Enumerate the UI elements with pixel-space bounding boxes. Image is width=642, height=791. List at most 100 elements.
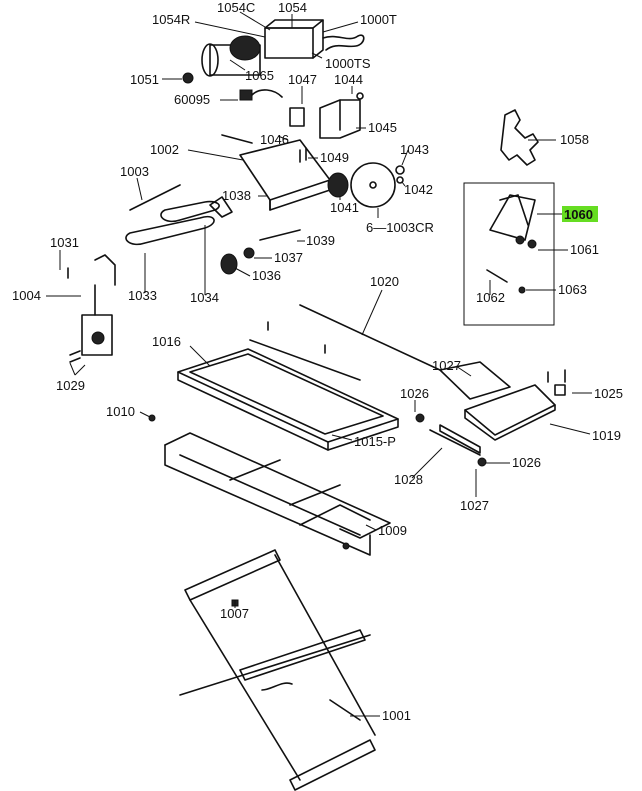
flange-1041 [327,172,349,198]
rail-1028-body [439,424,481,454]
label-1007: 1007 [220,606,249,621]
label-1000t: 1000T [360,12,397,27]
bolts-1025 [547,369,566,383]
stand-brace [179,634,371,696]
label-1004: 1004 [12,288,41,303]
label-1060: 1060 [564,207,593,222]
leader-1046 [277,135,289,141]
motor-assembly [182,19,365,139]
rail-1020 [299,304,441,371]
stand-latch [261,682,293,691]
knob-1044 [356,92,364,100]
bearing-1037 [243,247,255,259]
rail-1016 [249,339,361,381]
leader-1027a [455,365,472,377]
label-1019: 1019 [592,428,621,443]
leader-1028 [411,447,443,479]
label-1051: 1051 [130,72,159,87]
label-1003cr: 6—1003CR [366,220,434,235]
stand-leg-a [189,599,301,781]
label-1016: 1016 [152,334,181,349]
leader-1054r [194,21,266,38]
label-1000ts: 1000TS [325,56,371,71]
head-1002 [239,139,331,201]
pin-1062 [486,269,508,283]
cap-60095 [239,89,253,101]
pin-1049 [299,147,307,163]
label-1063: 1063 [558,282,587,297]
frame-crossbars [229,459,341,506]
shaft-1039 [259,229,301,241]
pulley-1036 [220,253,238,275]
bolts-1029 [69,350,81,363]
bracket-arm [94,254,116,286]
table-1019-edge [464,404,556,441]
extension-assembly [415,361,566,467]
leader-1054c [239,11,271,31]
stand-leg-b [274,554,376,736]
label-1026a: 1026 [400,386,429,401]
motor-end [201,43,219,77]
knob-1026a [415,413,425,423]
label-1010: 1010 [106,404,135,419]
leader-1015p [331,434,353,441]
blade-arbor [369,181,377,189]
switch-box-side [312,19,324,59]
bracket-plate [81,314,113,356]
head-1002-base [269,179,331,211]
label-1039: 1039 [306,233,335,248]
pan-inner [189,353,384,435]
frame-outline [164,432,391,539]
label-1062: 1062 [476,290,505,305]
label-1044: 1044 [334,72,363,87]
label-1031: 1031 [50,235,79,250]
label-1054r: 1054R [152,12,190,27]
kit-frame [463,182,555,326]
pan-lip-side [327,418,399,451]
bracket-hub [91,331,105,345]
nut-1061b [527,239,537,249]
leader-1029 [69,362,86,376]
label-1002: 1002 [150,142,179,157]
leader-1036 [234,267,251,277]
frame-front [164,444,371,556]
frame-box [299,504,371,526]
washer-1042 [396,176,404,184]
stand-top-bar [184,549,281,601]
label-1027a: 1027 [432,358,461,373]
leader-1020 [361,289,383,336]
label-1003: 1003 [120,164,149,179]
power-cord [322,34,365,51]
label-1036: 1036 [252,268,281,283]
leader-1042 [401,181,406,187]
label-1038: 1038 [222,188,251,203]
label-1025: 1025 [594,386,623,401]
label-1020: 1020 [370,274,399,289]
shaft-1003 [129,184,181,211]
leader-1043 [401,149,409,166]
frame-rail [179,454,361,536]
pan-screws [267,321,326,354]
label-1043: 1043 [400,142,429,157]
highlight-1060 [562,206,598,222]
label-1054c: 1054C [217,0,255,15]
washer-1063 [518,286,526,294]
stand-1001 [179,549,376,791]
label-1061: 1061 [570,242,599,257]
switch-box [264,27,314,59]
blade-1003cr [350,162,396,208]
label-1049: 1049 [320,150,349,165]
leader-1000t [322,21,359,33]
leader-1000ts [311,52,323,59]
part-labels: 1054C 1054 1054R 1000T 1051 1065 1000TS … [12,0,623,723]
wire-60095 [251,89,283,98]
bolt-1010 [148,414,156,422]
plate-1038 [209,196,233,218]
label-1027b: 1027 [460,498,489,513]
leader-1002 [187,149,244,161]
clip-1025 [554,384,566,396]
pan-lip [177,371,329,451]
label-1015p: 1015-P [354,434,396,449]
label-1009: 1009 [378,523,407,538]
